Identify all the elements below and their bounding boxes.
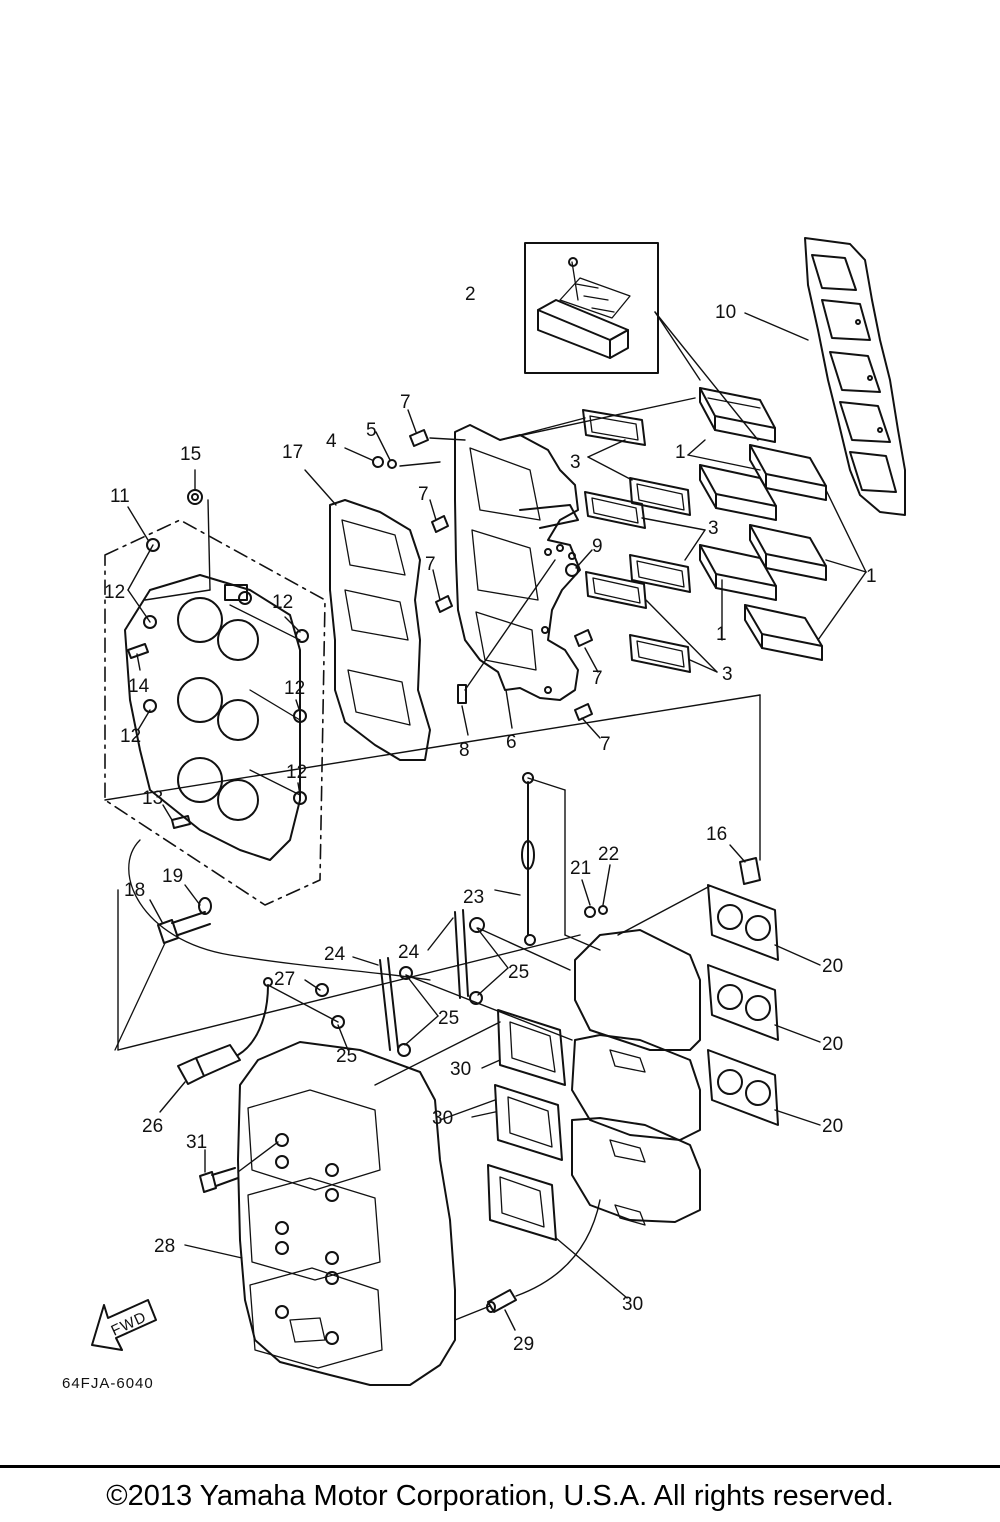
callout-23: 23 xyxy=(463,887,484,908)
bolt-part-18 xyxy=(114,897,212,1051)
callout-13: 13 xyxy=(142,788,163,809)
leader-lines xyxy=(104,311,867,1331)
callout-3: 3 xyxy=(722,664,733,685)
reed-gaskets-part-3 xyxy=(582,409,691,673)
callout-2: 2 xyxy=(465,284,476,305)
throttle-link-cable xyxy=(128,839,431,981)
callout-6: 6 xyxy=(506,732,517,753)
callout-28: 28 xyxy=(154,1236,175,1257)
callout-30: 30 xyxy=(450,1059,471,1080)
callout-9: 9 xyxy=(592,536,603,557)
silencer-cover-part-28 xyxy=(237,1041,456,1386)
callout-24: 24 xyxy=(398,942,420,963)
callout-31: 31 xyxy=(186,1132,207,1153)
callout-7: 7 xyxy=(425,554,436,575)
callout-29: 29 xyxy=(513,1334,534,1355)
callout-5: 5 xyxy=(366,420,377,441)
fwd-label: FWD xyxy=(109,1309,150,1340)
callout-20: 20 xyxy=(822,956,843,977)
callout-12: 12 xyxy=(284,678,305,699)
bolt-part-31 xyxy=(199,1167,239,1193)
callout-21: 21 xyxy=(570,858,591,879)
callout-30: 30 xyxy=(432,1108,453,1129)
callout-20: 20 xyxy=(822,1034,843,1055)
callout-14: 14 xyxy=(128,676,150,697)
callout-4: 4 xyxy=(326,431,337,452)
callout-7: 7 xyxy=(592,668,603,689)
callout-22: 22 xyxy=(598,844,619,865)
callout-30: 30 xyxy=(622,1294,643,1315)
copyright-notice: ©2013 Yamaha Motor Corporation, U.S.A. A… xyxy=(106,1480,894,1512)
sensor-part-26 xyxy=(177,977,345,1085)
carburetor-assembly-outline-part-11 xyxy=(104,519,326,906)
callout-25: 25 xyxy=(508,962,529,983)
callout-12: 12 xyxy=(272,592,293,613)
reed-detail-inset-part-2 xyxy=(524,242,659,374)
callout-26: 26 xyxy=(142,1116,163,1137)
small-fittings xyxy=(127,429,761,918)
part-callouts: 2 10 7 4 5 17 15 3 1 11 7 3 9 7 1 12 12 … xyxy=(104,284,877,1355)
callout-1: 1 xyxy=(716,624,727,645)
callout-15: 15 xyxy=(180,444,201,465)
callout-27: 27 xyxy=(274,969,295,990)
callout-3: 3 xyxy=(570,452,581,473)
forward-direction-arrow: FWD xyxy=(91,1299,157,1351)
pin-part-29 xyxy=(486,1289,517,1313)
link-rod-part-23 xyxy=(521,772,536,946)
callout-12: 12 xyxy=(104,582,125,603)
callout-7: 7 xyxy=(600,734,611,755)
callout-18: 18 xyxy=(124,880,145,901)
callout-16: 16 xyxy=(706,824,727,845)
callout-3: 3 xyxy=(708,518,719,539)
callout-10: 10 xyxy=(715,302,736,323)
callout-25: 25 xyxy=(336,1046,357,1067)
carburetor-bodies xyxy=(571,929,701,1226)
reed-valve-assemblies-part-1 xyxy=(699,387,827,661)
carb-gaskets-part-20 xyxy=(707,884,779,1126)
callout-25: 25 xyxy=(438,1008,459,1029)
callout-1: 1 xyxy=(675,442,686,463)
callout-12: 12 xyxy=(120,726,141,747)
throttle-plate xyxy=(124,574,301,861)
intake-gasket-part-10 xyxy=(804,237,906,516)
callout-7: 7 xyxy=(400,392,411,413)
callout-20: 20 xyxy=(822,1116,843,1137)
diagram-code: 64FJA-6040 xyxy=(62,1375,154,1392)
hoses-part-24 xyxy=(379,909,485,1057)
callout-19: 19 xyxy=(162,866,183,887)
gasket-part-17 xyxy=(329,499,431,761)
exploded-parts-diagram: FWD xyxy=(62,237,906,1392)
callout-11: 11 xyxy=(110,486,130,507)
footer-divider xyxy=(0,1465,1000,1468)
callout-1: 1 xyxy=(866,566,877,587)
callout-17: 17 xyxy=(282,442,303,463)
silencer-gaskets-part-30 xyxy=(487,1009,566,1241)
callout-8: 8 xyxy=(459,740,470,761)
reed-valve-plate-part-6 xyxy=(454,424,581,701)
callout-24: 24 xyxy=(324,944,346,965)
callout-7: 7 xyxy=(418,484,429,505)
callout-12: 12 xyxy=(286,762,307,783)
